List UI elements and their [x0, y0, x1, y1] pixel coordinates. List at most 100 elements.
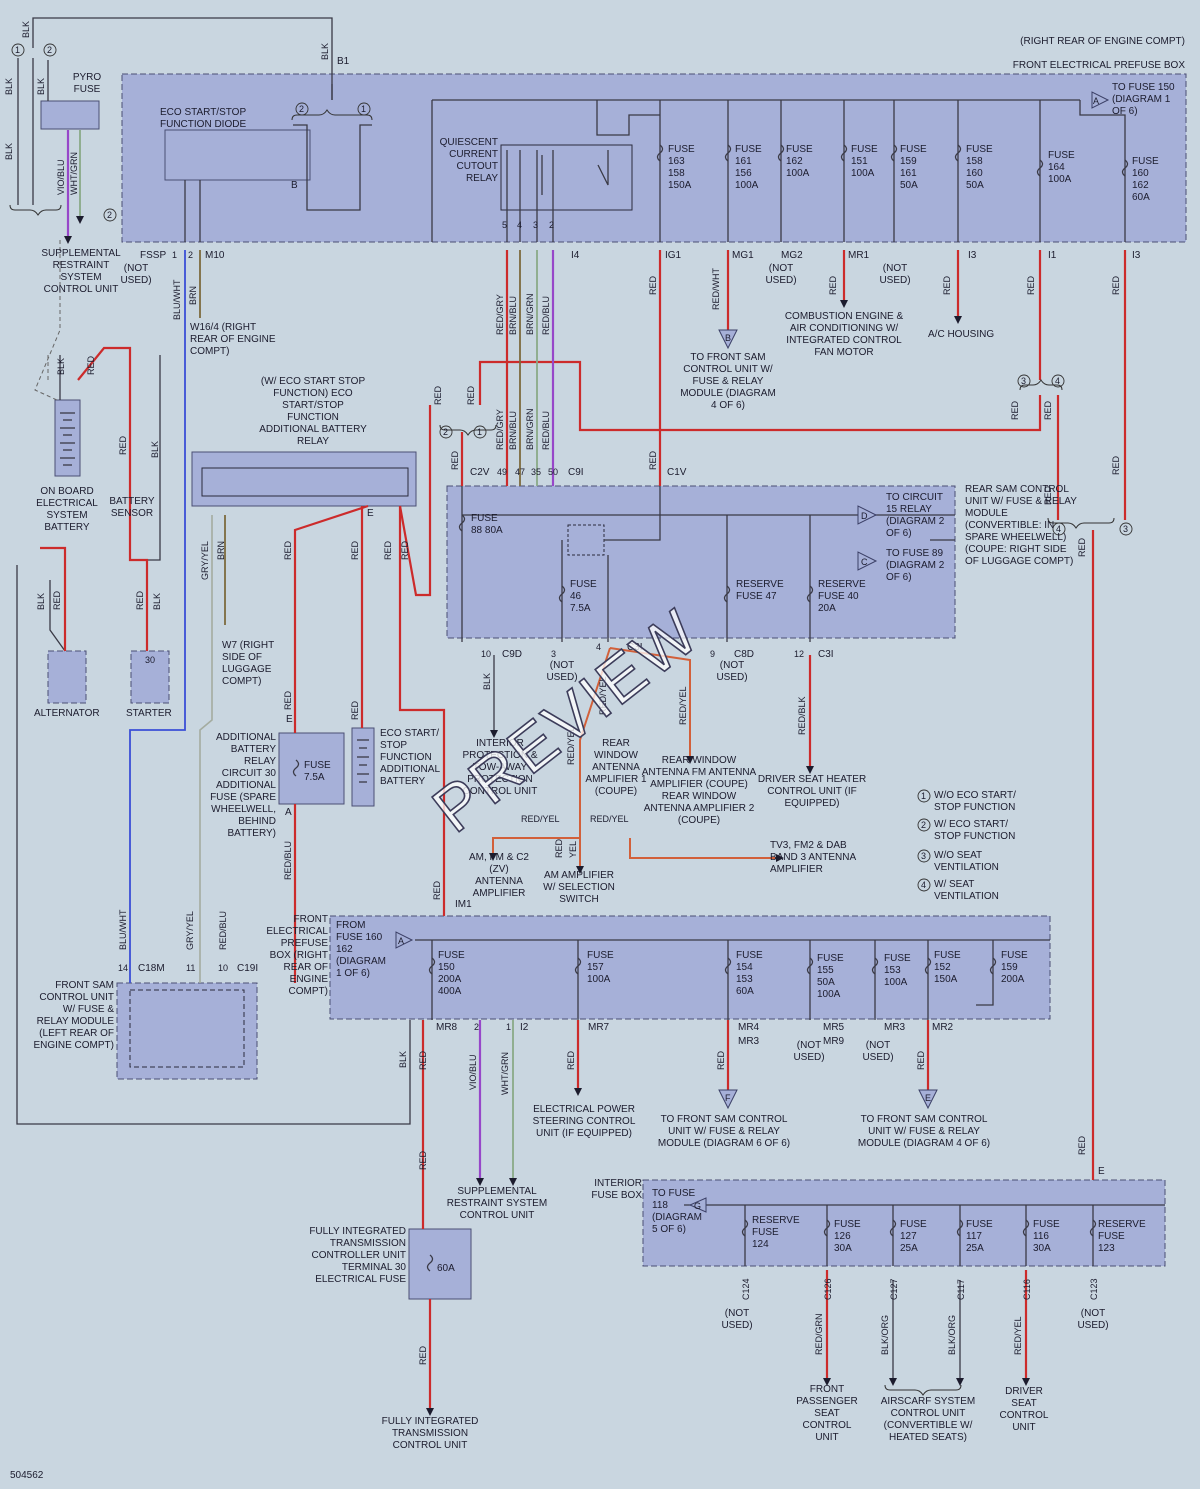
interior-fuse-box	[642, 1179, 1166, 1267]
pin: 1	[506, 1022, 511, 1032]
offpage-b: B	[725, 333, 731, 343]
relay-body	[500, 144, 633, 211]
legend-num: 1	[921, 791, 926, 801]
connector-c2v: C2V	[470, 467, 490, 478]
connector-c116: C116	[1022, 1279, 1032, 1300]
wire-label: WHT/GRN	[69, 152, 79, 195]
connector-mr8: MR8	[436, 1022, 458, 1033]
to-fuse89-label: TO FUSE 89 (DIAGRAM 2 OF 6)	[886, 548, 945, 583]
connector-mr3b: MR3	[884, 1022, 906, 1033]
circle-num: 2	[299, 104, 304, 114]
wire-label: RED	[283, 690, 293, 710]
connector-i3b: I3	[1132, 250, 1141, 261]
ac-housing-label: A/C HOUSING	[928, 329, 994, 340]
wire-label: RED	[1043, 485, 1053, 505]
starter-pin: 30	[145, 655, 155, 665]
wire-label: RED	[418, 1345, 428, 1365]
eco-battery-relay	[191, 451, 417, 507]
from-fuse-label: FROM FUSE 160 162 (DIAGRAM 1 OF 6)	[336, 920, 386, 979]
interior-fuse-box-label: INTERIOR FUSE BOX	[591, 1178, 642, 1201]
pin: 49	[497, 467, 507, 477]
wire-label: BLK	[36, 78, 46, 95]
wire-label: GRY/YEL	[200, 541, 210, 580]
offpage-g: G	[694, 1201, 701, 1211]
connector-m10: M10	[205, 250, 225, 261]
add-batt-fuse-label: ADDITIONAL BATTERY RELAY CIRCUIT 30 ADDI…	[210, 732, 276, 839]
wire-label: RED	[350, 540, 360, 560]
wire-label: BRN/GRN	[525, 408, 535, 450]
wire-label: RED	[52, 590, 62, 610]
wire-label: RED	[86, 355, 96, 375]
pin: 12	[794, 649, 804, 659]
connector-mr4: MR4	[738, 1022, 760, 1033]
legend-3: W/O SEAT VENTILATION	[934, 850, 999, 873]
wire-label: RED	[1010, 400, 1020, 420]
not-used-label: (NOT USED)	[765, 263, 797, 286]
to-front-sam-b-label: TO FRONT SAM CONTROL UNIT W/ FUSE & RELA…	[680, 352, 776, 411]
tcu-fuse-label: FULLY INTEGRATED TRANSMISSION CONTROLLER…	[309, 1226, 406, 1285]
wire-label: BLK	[4, 143, 14, 160]
offpage-d: D	[861, 511, 868, 521]
wire-label: RED/YEL	[1013, 1316, 1023, 1355]
legend-num: 3	[921, 851, 926, 861]
wire-label: RED/YEL	[678, 686, 688, 725]
not-used-label: (NOT USED)	[546, 660, 578, 683]
pin: 2	[188, 250, 193, 260]
to-front-sam-e-label: TO FRONT SAM CONTROL UNIT W/ FUSE & RELA…	[857, 1114, 991, 1149]
wire-label: BLU/WHT	[172, 279, 182, 320]
tv3-label: TV3, FM2 & DAB BAND 3 ANTENNA AMPLIFIER	[770, 840, 856, 875]
wire-label: RED	[418, 1150, 428, 1170]
wire-label: RED	[554, 838, 564, 858]
connector-c124: C124	[741, 1278, 751, 1300]
circle-num: 1	[361, 104, 366, 114]
airscarf-label: AIRSCARF SYSTEM CONTROL UNIT (CONVERTIBL…	[880, 1396, 976, 1443]
pin: 2	[549, 220, 554, 230]
wire-label: RED/BLK	[797, 696, 807, 735]
legend-num: 4	[921, 880, 926, 890]
wire-label: RED	[1111, 455, 1121, 475]
wire-label: RED	[1077, 537, 1087, 557]
circle-num: 1	[15, 45, 20, 55]
wire-label: RED	[450, 450, 460, 470]
front-pass-seat-label: FRONT PASSENGER SEAT CONTROL UNIT	[796, 1384, 858, 1443]
pin: 10	[218, 963, 228, 973]
connector-i2: I2	[520, 1022, 529, 1033]
wire-label: RED	[432, 880, 442, 900]
connector-c127: C127	[889, 1278, 899, 1300]
wire-label: BRN/GRN	[525, 293, 535, 335]
connector-ig1: IG1	[665, 250, 682, 261]
wire-label: RED/GRN	[814, 1313, 824, 1355]
wire-label: BLK/ORG	[947, 1315, 957, 1355]
circle-num: 4	[1055, 376, 1060, 386]
wire-label: BLK	[150, 441, 160, 458]
eco-diode-label: ECO START/STOP FUNCTION DIODE	[160, 107, 247, 130]
wire-label: RED/BLU	[541, 296, 551, 335]
offpage-f: F	[725, 1093, 731, 1103]
wire-label: BLK	[152, 593, 162, 610]
pin: 3	[551, 649, 556, 659]
starter-label: STARTER	[126, 708, 172, 719]
wire-label: BLK/ORG	[880, 1315, 890, 1355]
connector-mr7: MR7	[588, 1022, 610, 1033]
wire-label: RED/YEL	[566, 726, 576, 765]
circle-num: 3	[1021, 376, 1026, 386]
rear-sam-label: REAR SAM CONTROL UNIT W/ FUSE & RELAY MO…	[965, 484, 1077, 567]
wire-label: BRN	[188, 286, 198, 305]
connector-c117: C117	[956, 1279, 966, 1300]
circle-num: 2	[107, 210, 112, 220]
fuse46-label: FUSE 46 7.5A	[570, 579, 597, 614]
connector-mr5: MR5	[823, 1022, 845, 1033]
wire-label: RED	[566, 1050, 576, 1070]
wire-label: RED	[1043, 400, 1053, 420]
connector-c3i: C3I	[627, 642, 643, 653]
